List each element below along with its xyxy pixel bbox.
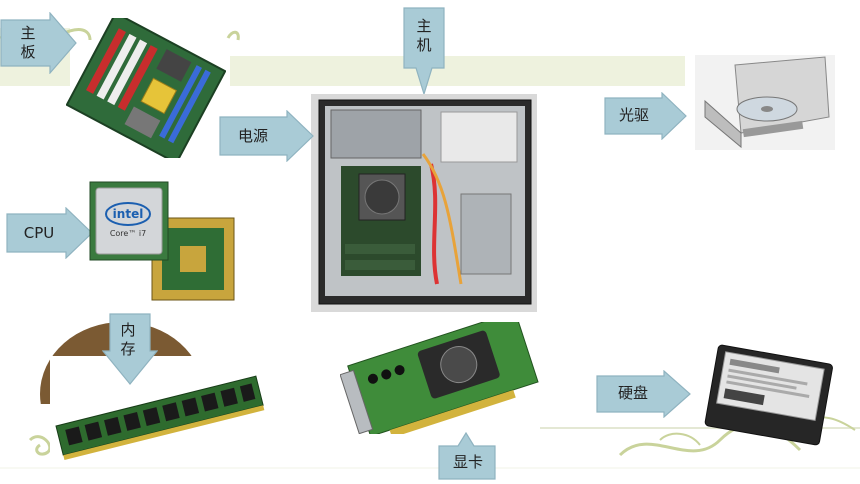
optical-drive-image <box>695 55 835 150</box>
ram-module-image <box>50 356 268 464</box>
optical-label: 光驱 <box>618 105 649 124</box>
cpu-arrow <box>6 207 93 259</box>
intel-logo-icon <box>105 202 151 226</box>
host-label: 主 机 <box>416 17 432 54</box>
mainboard-arrow <box>0 12 77 74</box>
memory-label: 内 存 <box>120 321 136 358</box>
svg-text:intel: intel <box>113 207 144 221</box>
gpu-label: 显卡 <box>452 452 483 471</box>
optical-arrow <box>604 92 687 140</box>
host-callout <box>403 7 445 96</box>
gpu-callout <box>438 432 496 480</box>
cpu-image: intel Core™ i7 <box>89 181 235 301</box>
hdd-label: 硬盘 <box>617 383 648 402</box>
swirl-ornament-bottom-left <box>28 435 52 456</box>
motherboard-image <box>66 18 226 158</box>
power-label: 电源 <box>237 126 268 145</box>
mainboard-label: 主 板 <box>20 24 36 61</box>
hard-disk-image <box>704 344 833 446</box>
power-arrow <box>219 110 314 162</box>
memory-arrow <box>102 313 158 385</box>
hdd-arrow <box>596 370 691 418</box>
graphics-card-image <box>340 322 539 434</box>
svg-text:Core™ i7: Core™ i7 <box>110 229 146 238</box>
cpu-label: CPU <box>23 223 55 242</box>
pc-case-image <box>311 94 537 312</box>
